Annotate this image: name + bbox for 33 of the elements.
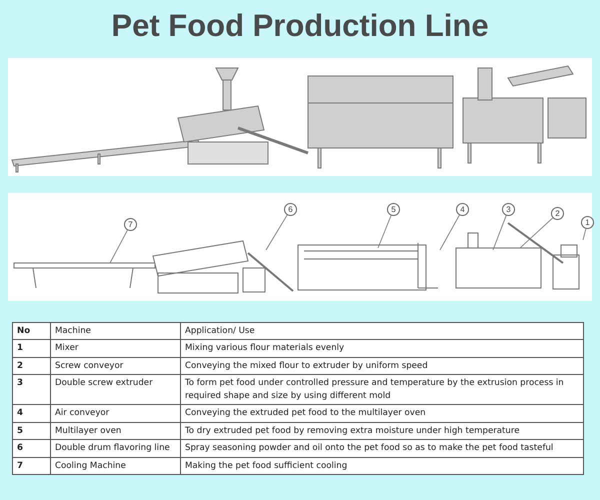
table-cell: 3: [12, 374, 50, 405]
table-cell: 2: [12, 357, 50, 375]
diagram-title: Pet Food Production Line: [110, 8, 490, 44]
leader-line: [378, 215, 392, 248]
table-cell: Conveying the extruded pet food to the multilayer oven: [180, 404, 584, 422]
table-header-cell: Application/ Use: [180, 322, 584, 340]
table-cell: To form pet food under controlled pressure and temperature by the extrusion process in required shape and size by using different mold: [180, 374, 584, 405]
leader-line: [110, 230, 128, 264]
table-cell: Multilayer oven: [50, 422, 180, 440]
table-cell: 5: [12, 422, 50, 440]
table-cell: To dry extruded pet food by removing extra moisture under high temperature: [180, 422, 584, 440]
table-cell: Double screw extruder: [50, 374, 180, 405]
table-cell: Mixer: [50, 340, 180, 358]
callout-number: 1: [581, 216, 594, 229]
table-cell: Conveying the mixed flour to extruder by uniform speed: [180, 357, 584, 375]
table-cell: 6: [12, 440, 50, 458]
table-cell: Cooling Machine: [50, 457, 180, 475]
table-cell: 1: [12, 340, 50, 358]
table-cell: Spray seasoning powder and oil onto the pet food so as to make the pet food tasteful: [180, 440, 584, 458]
table-cell: Air conveyor: [50, 404, 180, 422]
leader-line: [492, 215, 507, 250]
table-cell: 4: [12, 404, 50, 422]
leader-line: [266, 214, 288, 250]
table-cell: Screw conveyor: [50, 357, 180, 375]
table-cell: 7: [12, 457, 50, 475]
table-header-cell: No: [12, 322, 50, 340]
table-cell: Double drum flavoring line: [50, 440, 180, 458]
table-cell: Making the pet food sufficient cooling: [180, 457, 584, 475]
leader-line: [582, 228, 586, 240]
table-cell: Mixing various flour materials evenly: [180, 340, 584, 358]
leader-line: [440, 214, 460, 250]
table-header-cell: Machine: [50, 322, 180, 340]
leader-line: [520, 218, 554, 248]
